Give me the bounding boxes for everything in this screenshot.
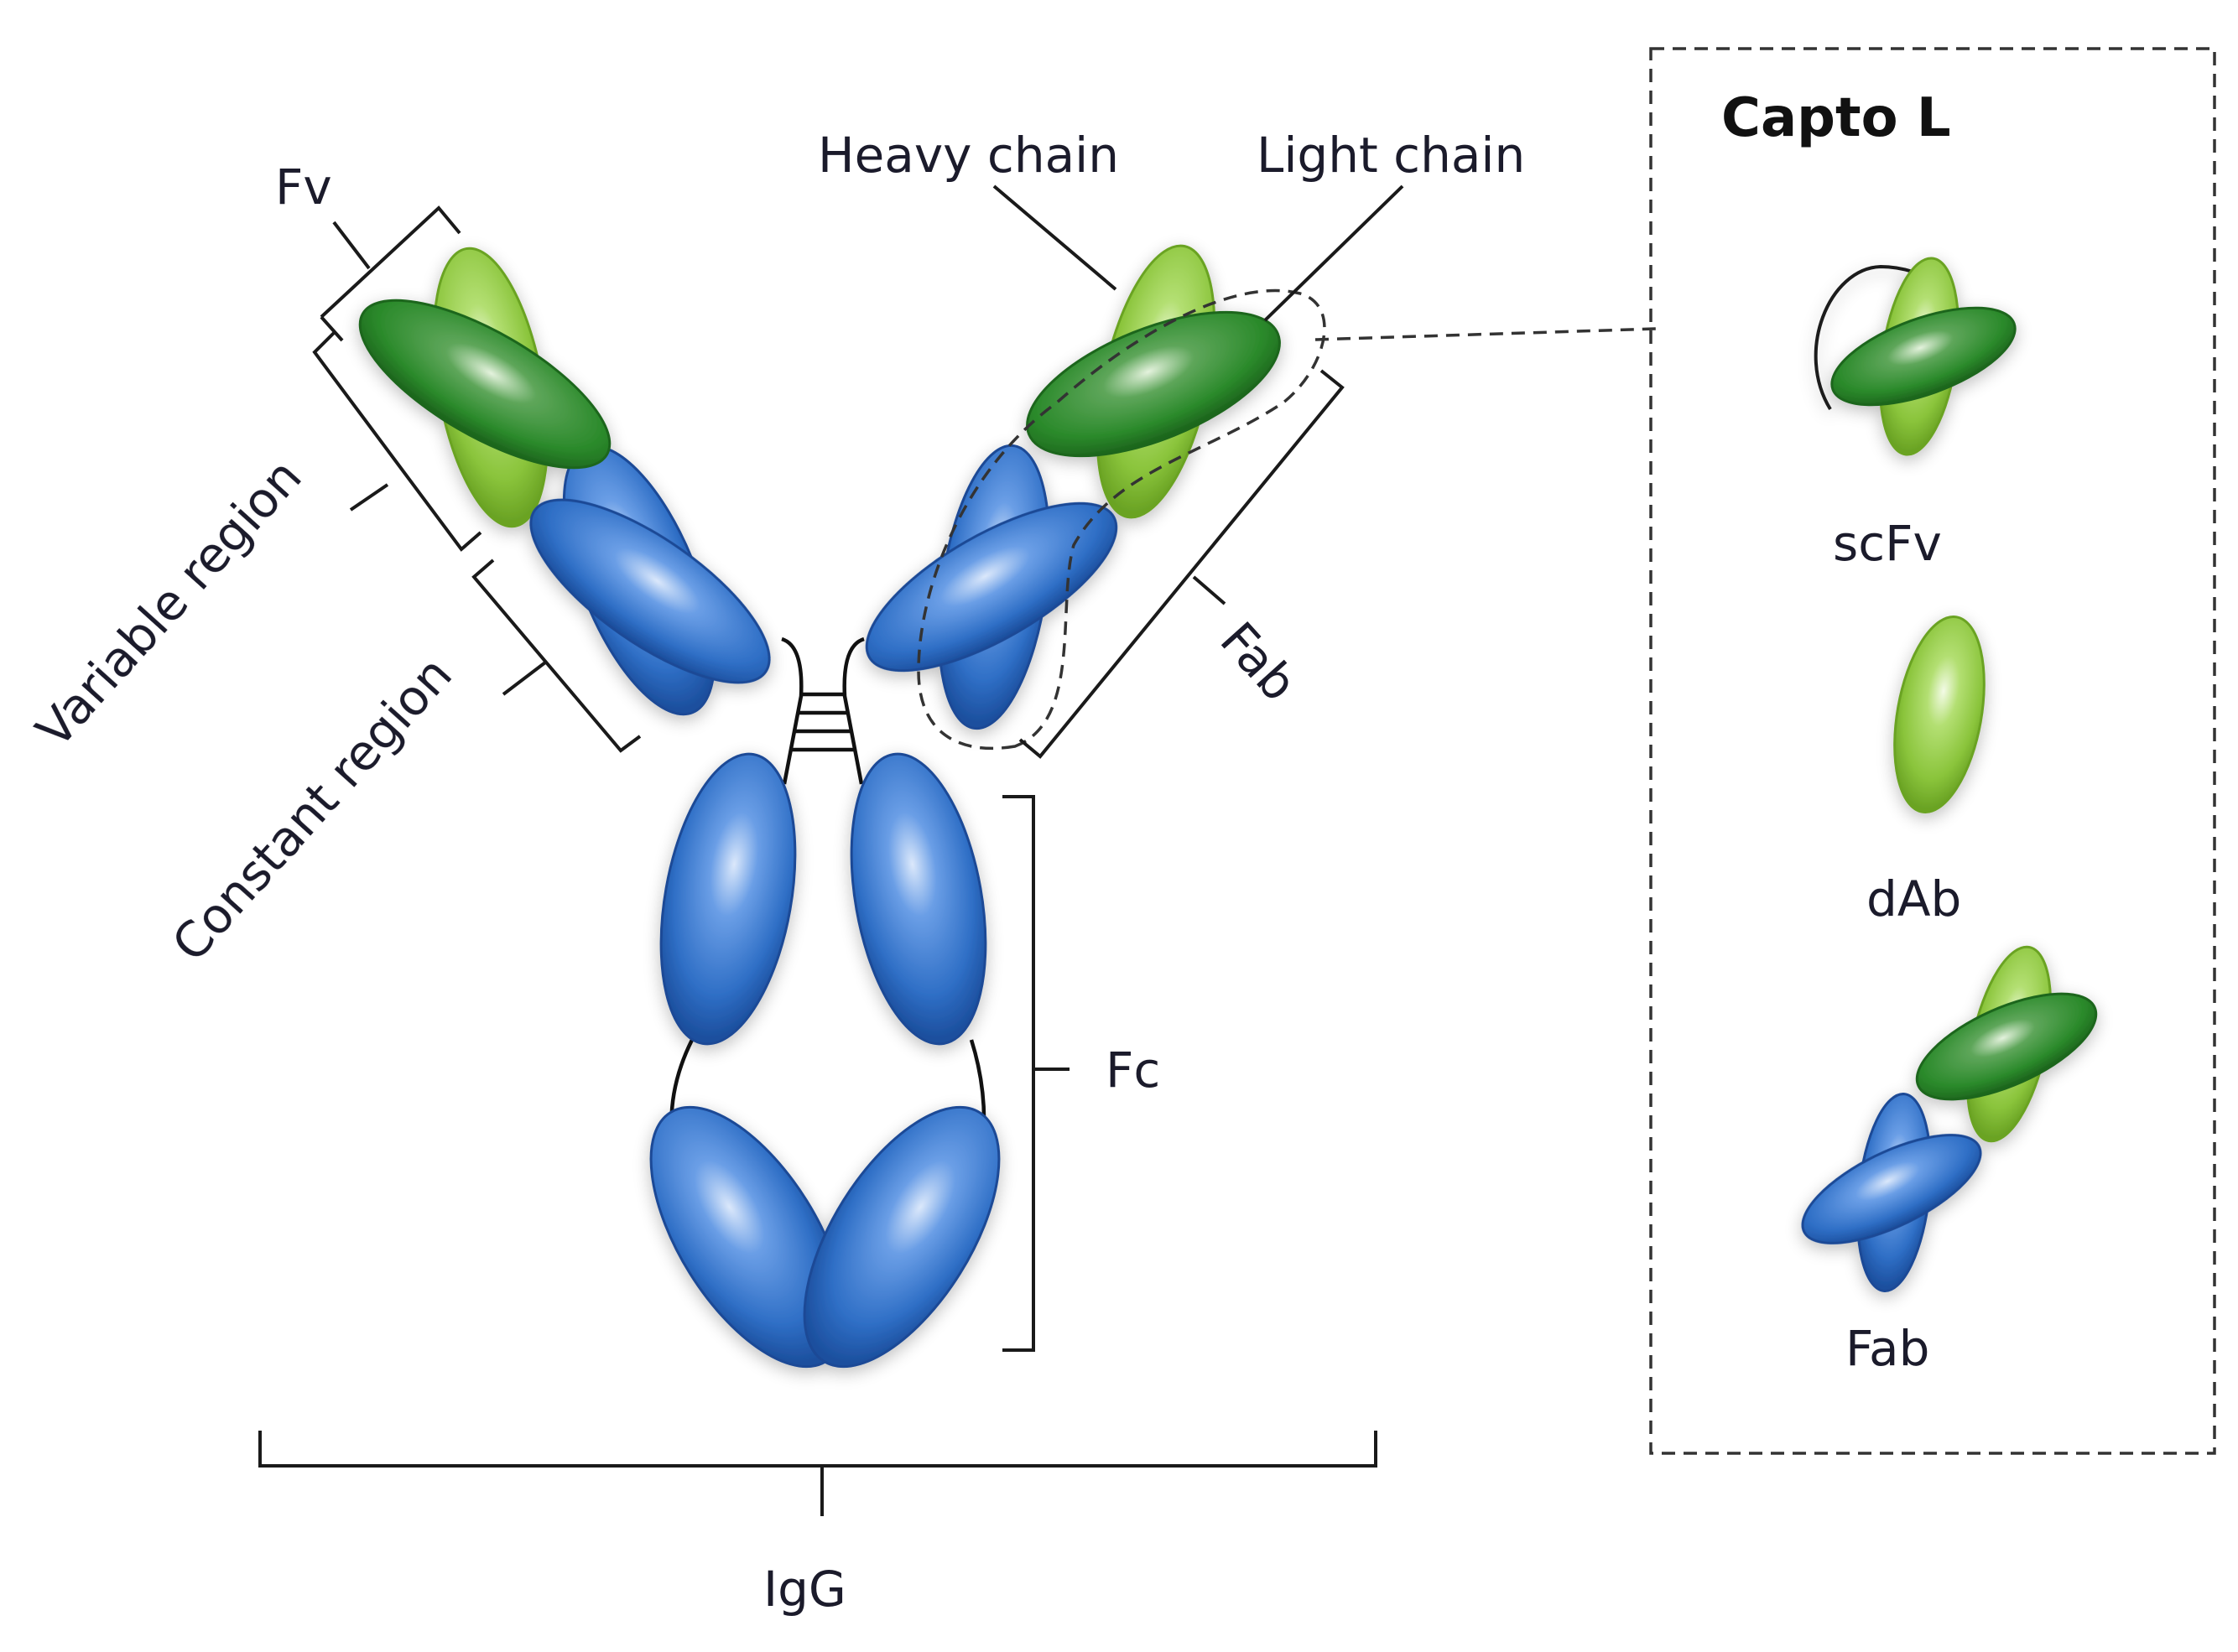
constant-region-label: Constant region [161, 646, 463, 972]
capto-l-panel-border [1649, 47, 2216, 1455]
fc-bracket [1002, 795, 1035, 1352]
variable-region-label: Variable region [25, 448, 313, 758]
igg-bracket [258, 1431, 1377, 1468]
fv-label: Fv [275, 158, 332, 216]
scfv-fragment [1814, 257, 2017, 456]
fab-fragment [1801, 945, 2098, 1292]
dab-label: dAb [1866, 870, 1961, 927]
fc-ch3-right [803, 1105, 1001, 1369]
capto-l-panel: Capto L scFv dAb Fab [1649, 47, 2216, 1455]
fc-label: Fc [1106, 1042, 1160, 1099]
scfv-label: scFv [1833, 515, 1942, 572]
fab-dashed-outline [917, 288, 1326, 751]
hinge-region [669, 636, 986, 1158]
fab-label: Fab [1210, 611, 1309, 712]
heavy-chain-leader [992, 184, 1117, 291]
variable-region-bracket [312, 330, 482, 552]
light-chain-label: Light chain [1257, 127, 1525, 184]
fc-ch2-left [659, 752, 797, 1046]
right-heavy-chain-variable [1026, 310, 1281, 458]
light-chain-leader [1263, 184, 1404, 322]
capto-l-title: Capto L [1721, 87, 1951, 149]
fc-region [649, 752, 1001, 1369]
left-fab-arm [358, 247, 771, 716]
brackets [258, 184, 1404, 1516]
fab-fragment-label: Fab [1845, 1320, 1929, 1377]
igg-label: IgG [763, 1561, 846, 1618]
heavy-chain-label: Heavy chain [818, 127, 1119, 184]
dab-fragment [1893, 615, 1986, 814]
right-heavy-chain-constant [865, 501, 1118, 673]
fab-bracket [1018, 369, 1345, 759]
constant-region-bracket [471, 558, 642, 753]
fv-bracket [320, 205, 461, 319]
fc-ch2-right [850, 752, 987, 1046]
left-heavy-chain-constant [529, 498, 771, 684]
left-heavy-chain-variable [358, 299, 612, 470]
connector-dashed-line [1314, 327, 1658, 341]
